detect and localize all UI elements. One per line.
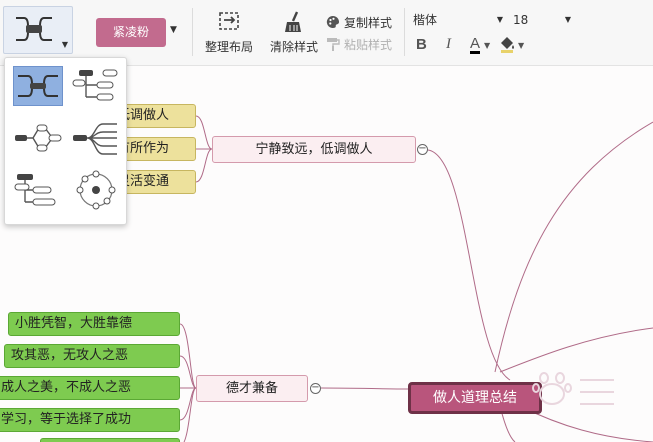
layout-option-right-org[interactable] <box>13 170 63 210</box>
main-topic-node[interactable]: 德才兼备 <box>196 375 308 402</box>
broom-icon <box>285 11 301 32</box>
layout-option-logical-structure[interactable] <box>71 66 121 106</box>
collapse-toggle-icon[interactable]: − <box>417 143 428 155</box>
fishbone-layout-icon <box>73 123 117 155</box>
topic-node[interactable]: 攻其恶，无攻人之恶 <box>4 344 180 368</box>
chevron-down-icon: ▼ <box>564 15 571 24</box>
layout-option-fishbone[interactable] <box>71 118 121 158</box>
paste-style-button[interactable]: 粘贴样式 <box>326 36 392 53</box>
topic-node[interactable]: 学习，等于选择了成功 <box>0 408 180 432</box>
topic-text: 成人之美，不成人之恶 <box>1 380 132 395</box>
mind-map-layout-icon <box>18 75 58 97</box>
toolbar-divider <box>404 8 405 56</box>
chevron-down-icon[interactable]: ▼ <box>518 41 525 50</box>
mindmap-canvas[interactable]: 低调做人 有所作为 灵活变通 宁静致远，低调做人 − 小胜凭智，大胜靠德 攻其恶… <box>0 66 653 442</box>
layout-option-free[interactable] <box>71 170 121 210</box>
font-family-value: 楷体 <box>413 13 438 27</box>
chevron-down-icon[interactable]: ▼ <box>170 25 177 35</box>
theme-button[interactable]: 紧凌粉 <box>96 18 166 47</box>
font-size-select[interactable]: 18 ▼ <box>513 10 571 30</box>
paste-style-label: 粘贴样式 <box>344 38 393 52</box>
chevron-down-icon: ▼ <box>496 15 503 24</box>
clear-style-label: 清除样式 <box>269 40 318 54</box>
paint-roller-icon <box>327 38 340 51</box>
fill-color-icon[interactable] <box>499 35 517 53</box>
toolbar: ▼ 紧凌粉 ▼ 整理布局 清除样式 复制样式 粘贴样式 楷体 ▼ <box>0 0 653 66</box>
mind-map-layout-icon <box>16 17 52 41</box>
bold-button[interactable]: B <box>416 36 427 53</box>
copy-style-button[interactable]: 复制样式 <box>326 14 392 31</box>
font-size-value: 18 <box>513 13 529 27</box>
collapse-toggle-icon[interactable]: − <box>310 382 321 394</box>
topic-text: 学习，等于选择了成功 <box>1 412 132 427</box>
toolbar-divider <box>192 8 193 56</box>
arrange-layout-button[interactable]: 整理布局 <box>202 10 256 55</box>
watermark-logo <box>532 372 614 405</box>
arrange-layout-icon <box>219 12 239 30</box>
chevron-down-icon: ▼ <box>61 40 68 49</box>
font-color-button[interactable]: A <box>470 35 481 54</box>
italic-button[interactable]: I <box>446 36 451 52</box>
arrange-layout-label: 整理布局 <box>204 40 253 54</box>
topic-text: 攻其恶，无攻人之恶 <box>11 348 129 363</box>
tree-org-layout-icon <box>15 124 62 152</box>
main-topic-node[interactable]: 宁静致远，低调做人 <box>212 136 416 163</box>
org-chart-layout-icon <box>14 174 56 206</box>
font-family-select[interactable]: 楷体 ▼ <box>413 10 505 30</box>
clear-style-button[interactable]: 清除样式 <box>266 10 322 55</box>
copy-style-label: 复制样式 <box>344 16 393 30</box>
central-topic-node[interactable]: 做人道理总结 <box>408 382 542 414</box>
logical-structure-layout-icon <box>72 69 118 101</box>
chevron-down-icon[interactable]: ▼ <box>484 41 491 50</box>
topic-node[interactable]: 小胜凭智，大胜靠德 <box>8 312 180 336</box>
free-layout-icon <box>76 170 116 210</box>
topic-node[interactable] <box>40 438 180 442</box>
layout-option-tree-org[interactable] <box>13 118 63 158</box>
layout-structure-menu <box>4 57 127 225</box>
topic-node[interactable]: 成人之美，不成人之恶 <box>0 376 180 400</box>
palette-icon <box>326 15 339 28</box>
layout-structure-button[interactable]: ▼ <box>3 6 73 54</box>
layout-option-mind-map[interactable] <box>13 66 63 106</box>
